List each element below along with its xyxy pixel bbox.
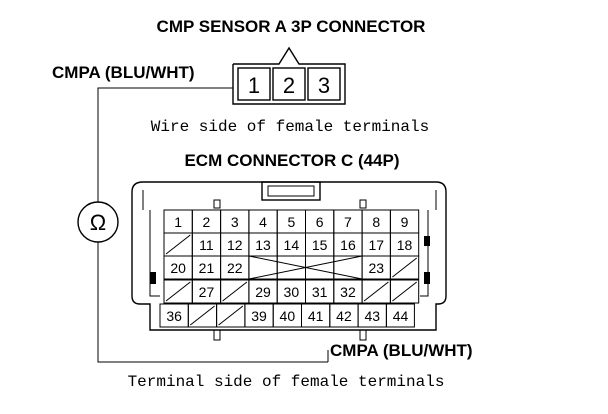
ecm-pin-label: 15 bbox=[312, 237, 328, 253]
ecm-side-tab-right bbox=[424, 272, 430, 284]
ecm-connector-title: ECM CONNECTOR C (44P) bbox=[184, 151, 399, 170]
ecm-pin-label: 5 bbox=[287, 214, 295, 230]
test-lead-lower bbox=[97, 242, 328, 363]
test-lead-upper bbox=[97, 87, 233, 202]
ecm-cavity bbox=[333, 255, 363, 280]
ecm-blank-slash bbox=[189, 305, 215, 326]
ecm-blank-slash bbox=[218, 305, 244, 326]
ecm-pin-label: 23 bbox=[368, 260, 384, 276]
ecm-pin-label: 21 bbox=[199, 260, 215, 276]
ecm-pin-label: 39 bbox=[251, 308, 267, 324]
wire-label-top: CMPA (BLU/WHT) bbox=[52, 63, 195, 82]
ecm-top-key-left bbox=[213, 199, 221, 209]
ecm-pin-label: 30 bbox=[284, 284, 300, 300]
cmp-view-caption: Wire side of female terminals bbox=[151, 118, 429, 136]
ecm-cavity bbox=[305, 255, 335, 280]
ecm-pin-label: 43 bbox=[364, 308, 380, 324]
ecm-pin-label: 1 bbox=[174, 214, 182, 230]
ecm-connector-housing bbox=[131, 181, 447, 331]
ecm-pin-label: 31 bbox=[312, 284, 328, 300]
test-lead: Ω bbox=[77, 87, 329, 363]
ecm-pin-label: 17 bbox=[368, 237, 384, 253]
ecm-pin-label: 18 bbox=[397, 237, 413, 253]
ecm-cavity bbox=[389, 279, 420, 304]
wire-label-bottom: CMPA (BLU/WHT) bbox=[330, 341, 473, 360]
cmp-pin-3: 3 bbox=[318, 73, 330, 98]
ecm-pin-label: 16 bbox=[340, 237, 356, 253]
ecm-pin-label: 9 bbox=[401, 214, 409, 230]
ecm-pin-label: 2 bbox=[203, 214, 211, 230]
ecm-connector-latch bbox=[261, 181, 321, 201]
ecm-pin-label: 27 bbox=[199, 284, 215, 300]
ecm-blank-slash bbox=[165, 234, 191, 255]
ecm-pin-label: 32 bbox=[340, 284, 356, 300]
cmp-cavity-2 bbox=[272, 67, 306, 101]
ecm-pin-label: 13 bbox=[255, 237, 271, 253]
ecm-cavity bbox=[385, 303, 415, 328]
ecm-pin-label: 14 bbox=[284, 237, 300, 253]
ecm-inner-guide-left bbox=[149, 210, 160, 297]
ecm-cavity bbox=[248, 255, 278, 280]
ecm-blank-slash bbox=[392, 257, 418, 278]
ecm-top-key-right bbox=[359, 199, 367, 209]
ecm-pin-label: 40 bbox=[280, 308, 296, 324]
ecm-pin-label: 41 bbox=[308, 308, 324, 324]
ecm-cavity bbox=[276, 255, 307, 280]
ecm-pin-label: 12 bbox=[227, 237, 243, 253]
ecm-blank-slash bbox=[363, 281, 389, 302]
cmp-3p-connector: 1 2 3 bbox=[232, 46, 346, 105]
ecm-pin-label: 3 bbox=[231, 214, 239, 230]
cmp-cavity-3 bbox=[307, 67, 341, 101]
ecm-pin-label: 11 bbox=[199, 237, 214, 253]
cmp-pin-1: 1 bbox=[248, 73, 260, 98]
ecm-side-tab-left bbox=[150, 272, 156, 284]
ecm-pin-label: 22 bbox=[227, 260, 243, 276]
ecm-pin-label: 4 bbox=[259, 214, 267, 230]
ohm-symbol: Ω bbox=[90, 210, 106, 235]
ecm-pin-label: 36 bbox=[166, 308, 182, 324]
ecm-bottom-key-left bbox=[213, 329, 221, 341]
ecm-pin-label: 29 bbox=[255, 284, 271, 300]
ohmmeter-icon bbox=[77, 201, 119, 243]
ecm-view-caption: Terminal side of female terminals bbox=[128, 373, 445, 391]
ecm-pin-label: 8 bbox=[372, 214, 380, 230]
ecm-pin-label: 6 bbox=[316, 214, 324, 230]
ecm-empty-block-cross-b bbox=[248, 255, 363, 280]
ecm-pin-label: 44 bbox=[393, 308, 409, 324]
ecm-blank-slash bbox=[392, 281, 418, 302]
cmp-connector-title: CMP SENSOR A 3P CONNECTOR bbox=[157, 17, 426, 36]
cmp-cavity-1 bbox=[237, 67, 271, 101]
cmp-connector-body bbox=[232, 46, 346, 105]
cmp-pin-2: 2 bbox=[283, 73, 295, 98]
ecm-latch-inner bbox=[267, 185, 315, 197]
ecm-bottom-key-right bbox=[359, 329, 367, 341]
ecm-blank-slash bbox=[222, 281, 248, 302]
ecm-pin-label: 20 bbox=[170, 260, 186, 276]
ecm-side-tab-right-upper bbox=[424, 236, 430, 246]
ecm-pin-label: 42 bbox=[336, 308, 352, 324]
ecm-pin-label: 7 bbox=[344, 214, 352, 230]
ecm-cavity bbox=[389, 255, 420, 280]
ecm-blank-slash bbox=[165, 281, 191, 302]
